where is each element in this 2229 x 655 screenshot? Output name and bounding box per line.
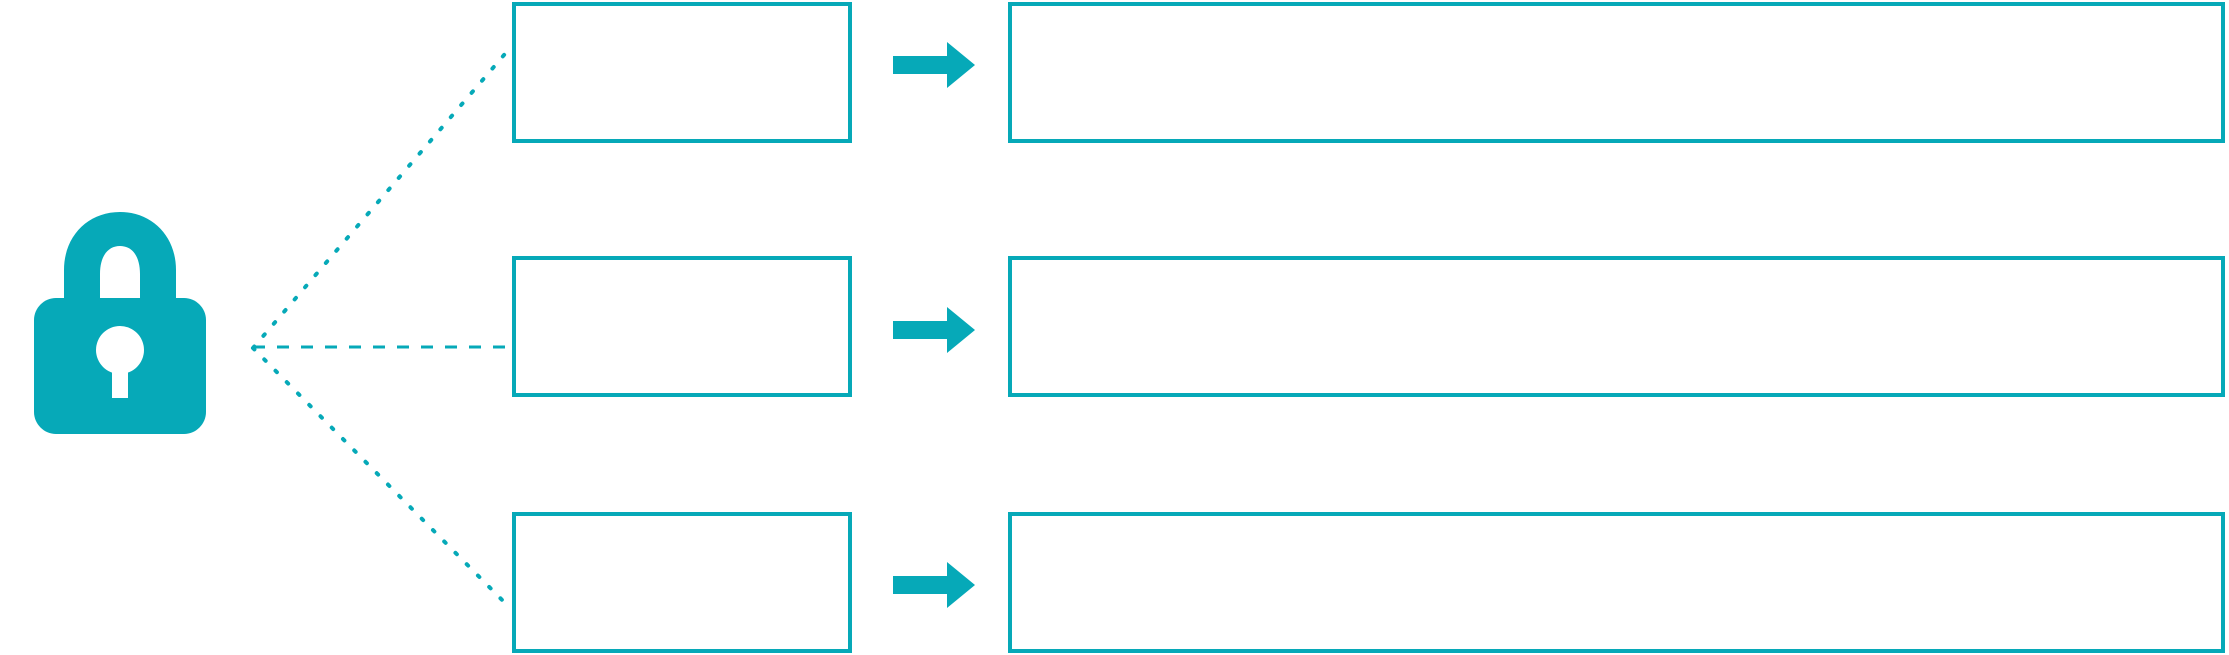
connector-line-row-1 (251, 46, 512, 350)
stage-box-left-row-2-label (516, 260, 848, 280)
stage-box-right-row-2-label (1012, 260, 2221, 280)
connector-line-row-3 (251, 346, 512, 610)
arrow-right-icon-row-1 (893, 42, 975, 88)
lock-icon (20, 150, 220, 440)
arrow-right-icon-row-2 (893, 307, 975, 353)
stage-box-right-row-2[interactable] (1008, 256, 2225, 397)
stage-box-left-row-1[interactable] (512, 2, 852, 143)
arrow-right-icon-row-3 (893, 562, 975, 608)
stage-box-right-row-1-label (1012, 6, 2221, 26)
stage-box-left-row-1-label (516, 6, 848, 26)
stage-box-left-row-2[interactable] (512, 256, 852, 397)
stage-box-right-row-3[interactable] (1008, 512, 2225, 653)
stage-box-left-row-3-label (516, 516, 848, 536)
stage-box-right-row-3-label (1012, 516, 2221, 536)
lock-icon-glyph (34, 212, 206, 434)
stage-box-left-row-3[interactable] (512, 512, 852, 653)
stage-box-right-row-1[interactable] (1008, 2, 2225, 143)
